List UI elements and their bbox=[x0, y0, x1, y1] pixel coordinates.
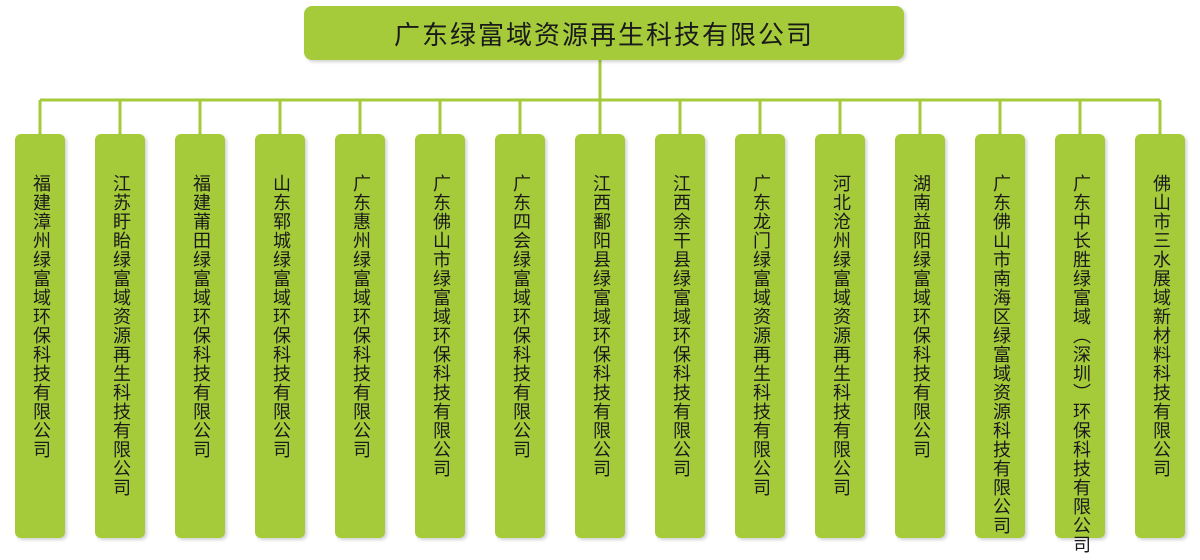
subsidiary-box: 江西鄱阳县绿富域环保科技有限公司 bbox=[575, 134, 625, 538]
root-company-label: 广东绿富域资源再生科技有限公司 bbox=[393, 20, 814, 51]
subsidiary-box: 江西余干县绿富域环保科技有限公司 bbox=[655, 134, 705, 538]
subsidiary-box: 广东佛山市绿富域环保科技有限公司 bbox=[415, 134, 465, 538]
subsidiary-label: 湖南益阳绿富域环保科技有限公司 bbox=[910, 174, 931, 459]
subsidiary-box: 广东中长胜绿富域（深圳）环保科技有限公司 bbox=[1055, 134, 1105, 554]
subsidiary-label: 山东郓城绿富域环保科技有限公司 bbox=[270, 174, 291, 459]
subsidiary-label: 广东佛山市南海区绿富域资源科技有限公司 bbox=[990, 174, 1011, 535]
subsidiary-box: 湖南益阳绿富域环保科技有限公司 bbox=[895, 134, 945, 538]
root-company-box: 广东绿富域资源再生科技有限公司 bbox=[304, 6, 904, 60]
subsidiary-box: 山东郓城绿富域环保科技有限公司 bbox=[255, 134, 305, 538]
subsidiary-box: 广东惠州绿富域环保科技有限公司 bbox=[335, 134, 385, 538]
subsidiary-label: 江西余干县绿富域环保科技有限公司 bbox=[670, 174, 691, 478]
subsidiary-label: 江苏盱眙绿富域资源再生科技有限公司 bbox=[110, 174, 131, 497]
subsidiary-label: 广东四会绿富域环保科技有限公司 bbox=[510, 174, 531, 459]
subsidiary-label: 福建漳州绿富域环保科技有限公司 bbox=[30, 174, 51, 459]
subsidiary-label: 广东惠州绿富域环保科技有限公司 bbox=[350, 174, 371, 459]
subsidiary-label: 佛山市三水展域新材料科技有限公司 bbox=[1150, 174, 1171, 478]
subsidiary-box: 佛山市三水展域新材料科技有限公司 bbox=[1135, 134, 1185, 538]
subsidiary-box: 河北沧州绿富域资源再生科技有限公司 bbox=[815, 134, 865, 538]
subsidiary-box: 广东龙门绿富域资源再生科技有限公司 bbox=[735, 134, 785, 538]
subsidiary-label: 江西鄱阳县绿富域环保科技有限公司 bbox=[590, 174, 611, 478]
subsidiary-box: 江苏盱眙绿富域资源再生科技有限公司 bbox=[95, 134, 145, 538]
subsidiary-label: 广东佛山市绿富域环保科技有限公司 bbox=[430, 174, 451, 478]
subsidiary-label: 广东中长胜绿富域（深圳）环保科技有限公司 bbox=[1070, 174, 1091, 554]
subsidiary-box: 广东四会绿富域环保科技有限公司 bbox=[495, 134, 545, 538]
subsidiary-label: 广东龙门绿富域资源再生科技有限公司 bbox=[750, 174, 771, 497]
subsidiary-box: 福建莆田绿富域环保科技有限公司 bbox=[175, 134, 225, 538]
subsidiary-box: 广东佛山市南海区绿富域资源科技有限公司 bbox=[975, 134, 1025, 538]
subsidiary-label: 河北沧州绿富域资源再生科技有限公司 bbox=[830, 174, 851, 497]
subsidiary-box: 福建漳州绿富域环保科技有限公司 bbox=[15, 134, 65, 538]
subsidiary-label: 福建莆田绿富域环保科技有限公司 bbox=[190, 174, 211, 459]
